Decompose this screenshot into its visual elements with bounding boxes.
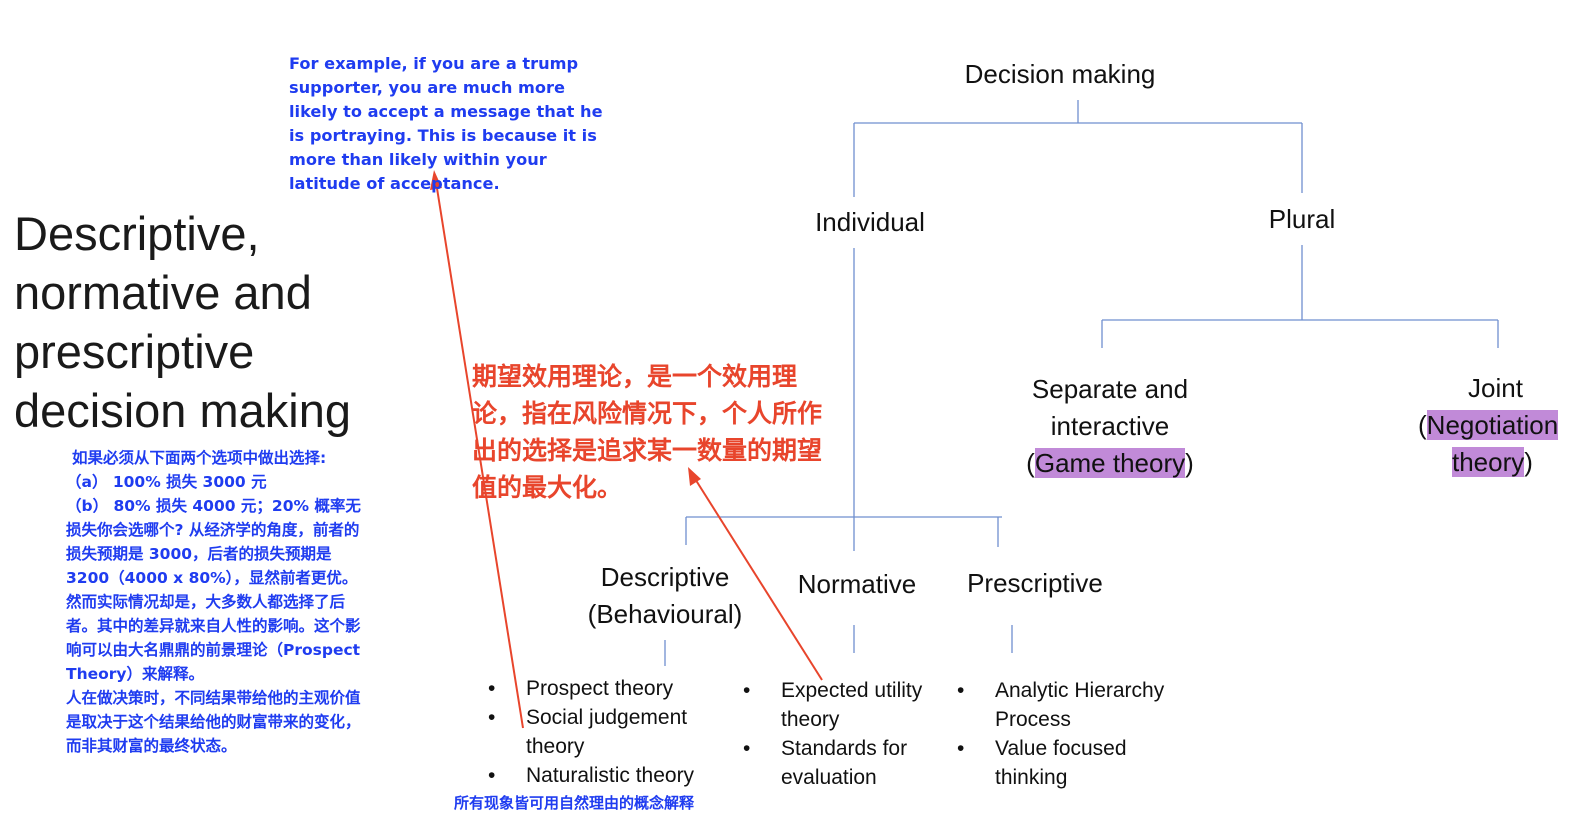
prospect-note-line: 而非其财富的最终状态。 [66, 737, 237, 755]
theory-highlight: theory [1452, 447, 1525, 477]
slide-title: Descriptive, normative and prescriptive … [14, 204, 351, 440]
title-line: normative and [14, 266, 312, 319]
title-line: prescriptive [14, 325, 255, 378]
prospect-note-line: 者。其中的差异就来自人性的影响。这个影 [66, 617, 361, 635]
prospect-note-line: 人在做决策时，不同结果带给他的主观价值 [66, 689, 361, 707]
example-note-line: supporter, you are much more [289, 78, 565, 97]
game-theory-highlight: Game theory [1034, 448, 1186, 478]
paren: ) [1524, 447, 1533, 477]
list-item: Social judgement theory [488, 703, 728, 761]
node-prescriptive: Prescriptive [967, 568, 1103, 598]
prospect-note-line: Theory）来解释。 [66, 665, 205, 683]
paren: ( [1026, 448, 1035, 478]
prospect-theory-note: 如果必须从下面两个选项中做出选择: （a） 100% 损失 3000 元 （b）… [66, 446, 361, 758]
naturalistic-note: 所有现象皆可用自然理由的概念解释 [454, 794, 695, 812]
descriptive-theories-list: Prospect theory Social judgement theory N… [488, 674, 728, 790]
paren: ) [1185, 448, 1194, 478]
example-note-line: For example, if you are a trump [289, 54, 579, 73]
list-item-text: Analytic Hierarchy [995, 679, 1165, 702]
utility-note-line: 出的选择是追求某一数量的期望 [472, 436, 823, 465]
prospect-note-line: （a） 100% 损失 3000 元 [66, 473, 267, 491]
utility-note-line: 论，指在风险情况下，个人所作 [472, 399, 823, 428]
list-item-text: Standards for [781, 737, 908, 760]
node-decision-making: Decision making [964, 59, 1156, 89]
separate-line: interactive [1050, 411, 1170, 441]
separate-line: Separate and [1031, 374, 1189, 404]
example-note-line: more than likely within your [289, 150, 547, 169]
node-separate-interactive: Separate and interactive (Game theory) [990, 371, 1230, 482]
prospect-note-line: 损失预期是 3000，后者的损失预期是 [66, 545, 332, 563]
negotiation-highlight: Negotiation [1426, 410, 1559, 440]
list-item-text: Naturalistic theory [526, 764, 695, 787]
utility-note-line: 期望效用理论，是一个效用理 [472, 362, 798, 391]
list-item-text: Social judgement [526, 706, 688, 729]
descriptive-line: Descriptive [600, 562, 730, 592]
prospect-note-line: 然而实际情况却是，大多数人都选择了后 [66, 593, 346, 611]
utility-note-line: 值的最大化。 [472, 473, 623, 502]
prospect-note-line: 是取决于这个结果给他的财富带来的变化， [66, 713, 361, 731]
node-individual: Individual [815, 207, 925, 237]
list-item: Prospect theory [488, 674, 728, 703]
prospect-note-line: （b） 80% 损失 4000 元；20% 概率无 [66, 497, 361, 515]
title-line: Descriptive, [14, 207, 260, 260]
theory-line: theory) [1418, 444, 1588, 481]
negotiation-line: (Negotiation [1418, 407, 1588, 444]
list-item-text: theory [781, 708, 840, 731]
list-item-text: thinking [995, 766, 1068, 789]
example-note-line: likely to accept a message that he [289, 102, 603, 121]
list-item: Naturalistic theory [488, 761, 728, 790]
list-item-text: Process [995, 708, 1071, 731]
expected-utility-note: 期望效用理论，是一个效用理 论，指在风险情况下，个人所作 出的选择是追求某一数量… [472, 358, 822, 506]
prospect-note-line: 3200（4000 x 80%），显然前者更优。 [66, 569, 358, 587]
list-item-text: Prospect theory [526, 677, 674, 700]
paren: ( [1418, 410, 1427, 440]
node-descriptive: Descriptive (Behavioural) [560, 559, 770, 633]
prospect-note-line: 损失你会选哪个? 从经济学的角度，前者的 [66, 521, 360, 539]
title-line: decision making [14, 384, 352, 437]
list-item-text: Expected utility [781, 679, 923, 702]
list-item-text: evaluation [781, 766, 877, 789]
example-note-line: latitude of acceptance. [289, 174, 500, 193]
normative-theories-list: Expected utility theory Standards for eval… [743, 676, 963, 792]
node-joint: Joint (Negotiation theory) [1418, 370, 1588, 481]
joint-label: Joint [1468, 373, 1523, 403]
node-plural: Plural [1268, 204, 1336, 234]
descriptive-line: (Behavioural) [587, 599, 743, 629]
list-item: Standards for evaluation [743, 734, 963, 792]
prospect-note-line: 如果必须从下面两个选项中做出选择: [72, 449, 327, 467]
game-theory-line: (Game theory) [990, 445, 1230, 482]
list-item: Value focused thinking [957, 734, 1217, 792]
list-item: Expected utility theory [743, 676, 963, 734]
list-item-text: theory [526, 735, 585, 758]
example-note: For example, if you are a trump supporte… [289, 52, 634, 196]
prospect-note-line: 响可以由大名鼎鼎的前景理论（Prospect [66, 641, 361, 659]
node-normative: Normative [797, 569, 917, 599]
example-note-line: is portraying. This is because it is [289, 126, 597, 145]
list-item-text: Value focused [995, 737, 1127, 760]
